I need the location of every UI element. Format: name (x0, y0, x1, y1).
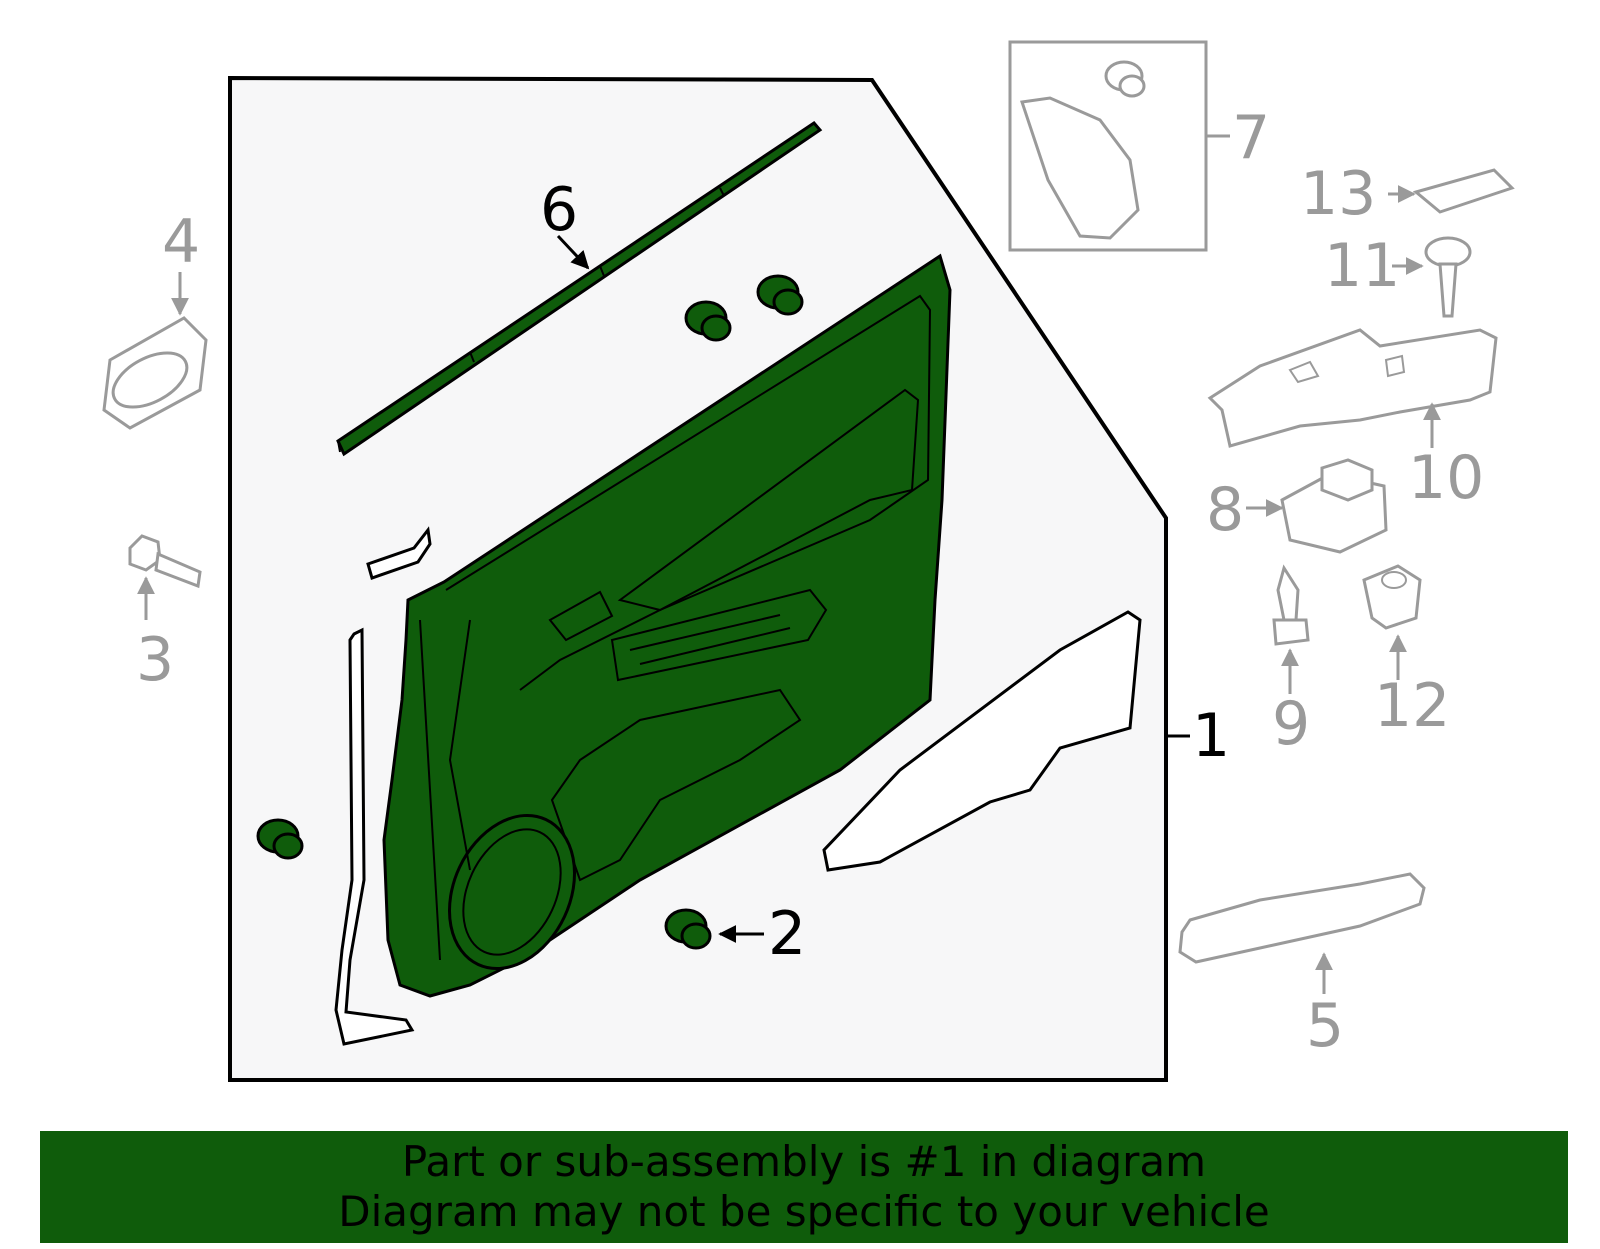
edge-seal-strip (334, 627, 415, 1046)
retainer-clip-c (256, 818, 304, 860)
part-12-button (1362, 564, 1422, 630)
banner-line-1: Part or sub-assembly is #1 in diagram (401, 1137, 1207, 1186)
retainer-clip-2 (664, 908, 712, 950)
part-7-box (1008, 40, 1208, 252)
callout-7: 7 (1232, 103, 1270, 173)
info-banner: Part or sub-assembly is #1 in diagram Di… (40, 1131, 1568, 1243)
door-trim-panel (382, 253, 952, 998)
part-7-trim (1020, 96, 1140, 240)
part-7-clip (1104, 60, 1146, 98)
belt-molding-strip (336, 121, 823, 457)
part-13-pad (1412, 168, 1515, 214)
part-10-bezel (1207, 328, 1498, 448)
part-3-screw (128, 534, 202, 589)
callout-4: 4 (162, 207, 200, 277)
parts-diagram: 6 2 1 7 4 3 13 11 10 8 (102, 40, 1515, 1082)
callout-3: 3 (136, 625, 174, 695)
callout-11: 11 (1324, 231, 1400, 301)
retainer-clip-a (684, 300, 732, 342)
part-10-detail (1288, 354, 1406, 384)
part-9-fastener (1272, 564, 1310, 646)
part-11-bolt (1424, 236, 1472, 318)
part-8-switch (1280, 458, 1388, 554)
callout-9: 9 (1272, 689, 1310, 759)
callout-12: 12 (1374, 671, 1450, 741)
part-4-handle (102, 316, 208, 430)
callout-8: 8 (1206, 475, 1244, 545)
callout-6: 6 (540, 175, 578, 245)
upper-seal-strip (366, 526, 432, 580)
callout-1: 1 (1192, 701, 1230, 771)
callout-6-arrow (556, 234, 590, 270)
window-seal-strip (822, 610, 1142, 872)
callout-10: 10 (1408, 443, 1484, 513)
callout-13: 13 (1300, 159, 1376, 229)
part-5-armrest (1178, 872, 1426, 964)
retainer-clip-b (756, 274, 804, 316)
callout-5: 5 (1306, 991, 1344, 1061)
banner-line-2: Diagram may not be specific to your vehi… (338, 1187, 1270, 1236)
callout-2: 2 (768, 899, 806, 969)
